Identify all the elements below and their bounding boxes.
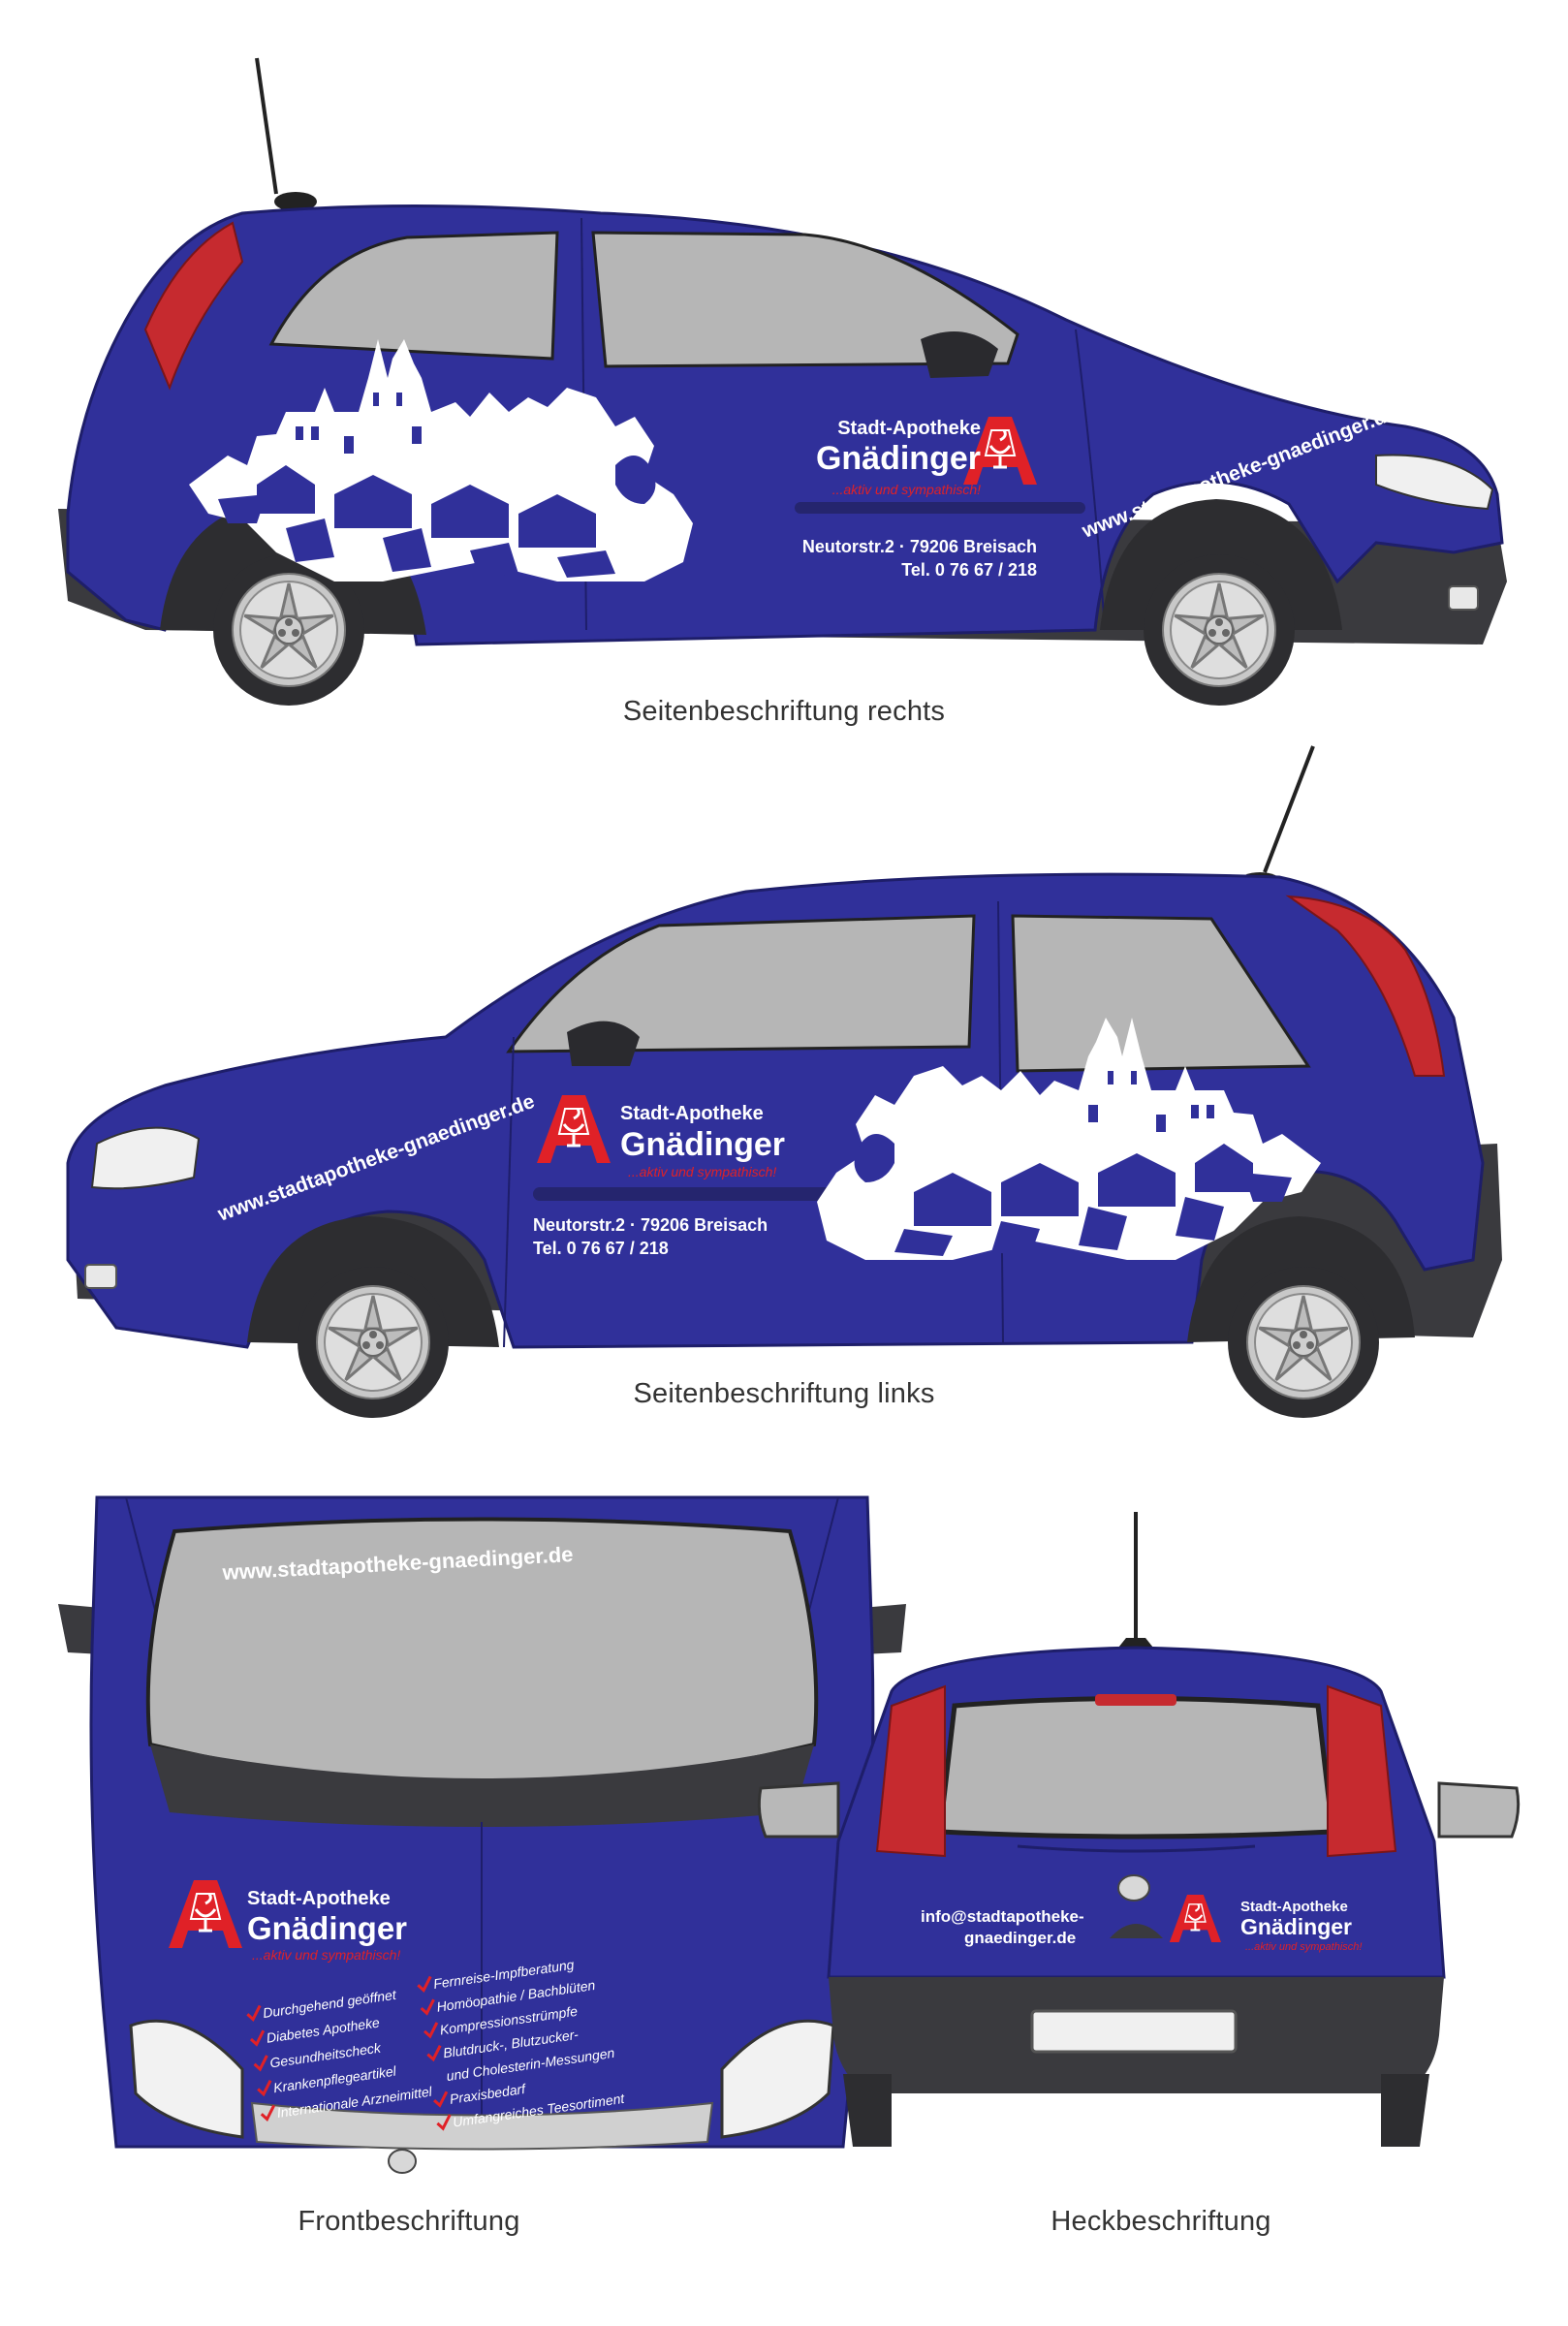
check-icon [423, 2022, 439, 2039]
check-icon [417, 1975, 432, 1993]
brand-badge-icon [1117, 1874, 1150, 1902]
pharmacy-email-line2: gnaedinger.de [964, 1929, 1076, 1947]
caption-rear: Heckbeschriftung [1051, 2206, 1271, 2237]
car-right-side: Stadt-Apotheke Gnädinger ...aktiv und sy… [58, 57, 1507, 707]
check-icon [420, 1998, 435, 2016]
car-front-view: www.stadtapotheke-gnaedinger.de Stadt-Ap… [58, 1495, 906, 2174]
pharmacy-name-line2: Gnädinger [816, 440, 981, 477]
check-icon [426, 2045, 442, 2062]
caption-right-side: Seitenbeschriftung rechts [622, 696, 946, 727]
antenna [255, 57, 278, 195]
antenna [1263, 745, 1315, 873]
pharmacy-address: Neutorstr.2 · 79206 Breisach [802, 537, 1037, 556]
pharmacy-address: Neutorstr.2 · 79206 Breisach [533, 1215, 768, 1235]
caption-front: Frontbeschriftung [298, 2206, 520, 2237]
wheel-front [1142, 552, 1297, 707]
check-icon [249, 2029, 266, 2047]
pharmacy-name-line2: Gnädinger [620, 1126, 785, 1163]
check-icon [436, 2114, 452, 2131]
car-left-side: Stadt-Apotheke Gnädinger ...aktiv und sy… [66, 745, 1502, 1420]
brand-badge-icon [388, 2149, 417, 2174]
check-icon [246, 2004, 262, 2022]
pharmacy-name-line2: Gnädinger [1240, 1914, 1352, 1939]
pharmacy-email-line1: info@stadtapotheke- [921, 1907, 1084, 1926]
pharmacy-slogan: ...aktiv und sympathisch! [628, 1164, 776, 1179]
check-icon [253, 2055, 268, 2072]
pharmacy-slogan: ...aktiv und sympathisch! [252, 1947, 400, 1963]
pharmacy-name-line2: Gnädinger [247, 1910, 407, 1946]
check-icon [433, 2090, 449, 2108]
check-icon [257, 2079, 272, 2097]
pharmacy-name-line1: Stadt-Apotheke [620, 1103, 764, 1124]
check-icon [260, 2104, 276, 2122]
pharmacy-name-line1: Stadt-Apotheke [837, 418, 981, 439]
pharmacy-name-line1: Stadt-Apotheke [247, 1888, 391, 1909]
wheel-rear [1226, 1265, 1381, 1420]
license-plate [1030, 2009, 1238, 2054]
pharmacy-slogan: ...aktiv und sympathisch! [832, 482, 981, 497]
pharmacy-name-line1: Stadt-Apotheke [1240, 1899, 1348, 1915]
pharmacy-phone: Tel. 0 76 67 / 218 [901, 560, 1037, 580]
caption-left-side: Seitenbeschriftung links [633, 1378, 935, 1409]
car-rear-view: info@stadtapotheke- gnaedinger.de Stadt-… [757, 1512, 1521, 2147]
pharmacy-slogan: ...aktiv und sympathisch! [1245, 1941, 1362, 1953]
wheel-front [296, 1265, 451, 1420]
pharmacy-phone: Tel. 0 76 67 / 218 [533, 1239, 669, 1258]
